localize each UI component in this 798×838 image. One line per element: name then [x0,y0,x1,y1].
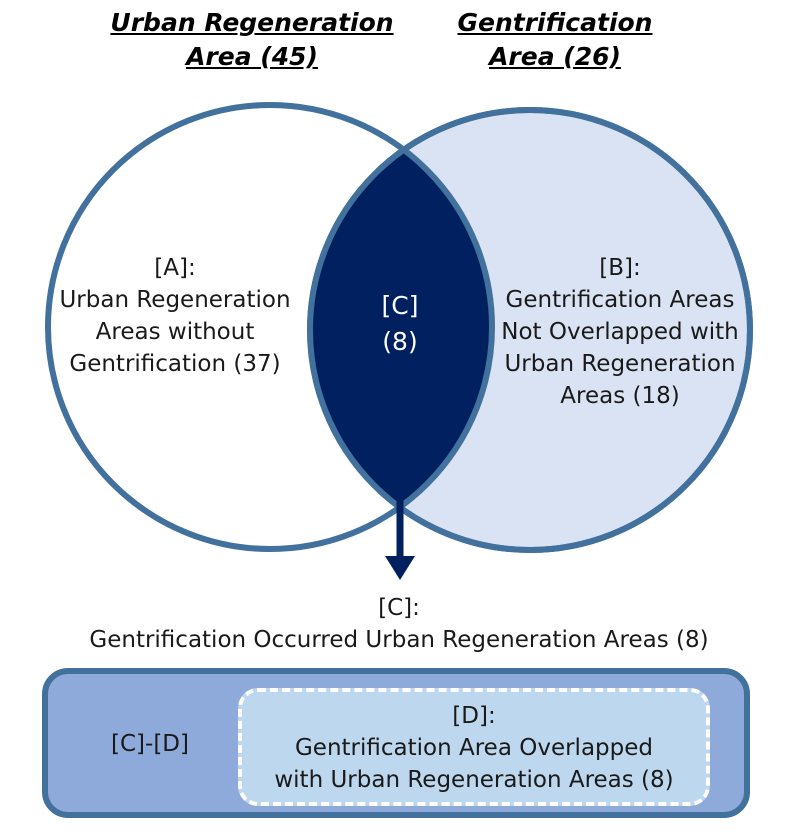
label-line: Gentrification (37) [69,351,281,377]
title-line: Gentrification [457,8,653,37]
gentrification-circle-outline [307,107,753,553]
label-line: (8) [382,327,418,356]
label-line: with Urban Regeneration Areas (8) [274,767,674,793]
urban-regeneration-area-title: Urban Regeneration Area (45) [92,6,412,74]
label-line: [D]: [452,703,496,729]
title-line: Urban Regeneration [110,8,394,37]
label-line: [A]: [154,255,196,281]
label-line: Areas (18) [560,383,680,409]
label-line: Gentrification Occurred Urban Regenerati… [89,627,709,653]
title-line: Area (26) [489,42,621,71]
label-line: Areas without [95,319,255,345]
label-line: [C]: [378,595,420,621]
region-b-label: [B]: Gentrification Areas Not Overlapped… [475,252,765,412]
d-label: [D]: Gentrification Area Overlapped with… [240,700,708,796]
label-line: [B]: [599,255,641,281]
title-line: Area (45) [186,42,318,71]
urban-regeneration-circle [45,102,495,552]
label-line: Urban Regeneration [59,287,291,313]
gentrification-area-title: Gentrification Area (26) [430,6,680,74]
region-c-description: [C]: Gentrification Occurred Urban Regen… [0,592,798,656]
label-line: Not Overlapped with [501,319,739,345]
label-line: Urban Regeneration [504,351,736,377]
label-line: [C] [381,291,419,320]
region-c-label: [C] (8) [335,288,465,360]
venn-diagram [45,102,753,580]
arrow-head [385,556,415,580]
label-line: Gentrification Area Overlapped [294,735,653,761]
d-box [238,688,710,806]
label-line: Gentrification Areas [505,287,735,313]
region-a-label: [A]: Urban Regeneration Areas without Ge… [40,252,310,380]
intersection-region [310,110,492,549]
c-minus-d-label: [C]-[D] [111,731,189,757]
